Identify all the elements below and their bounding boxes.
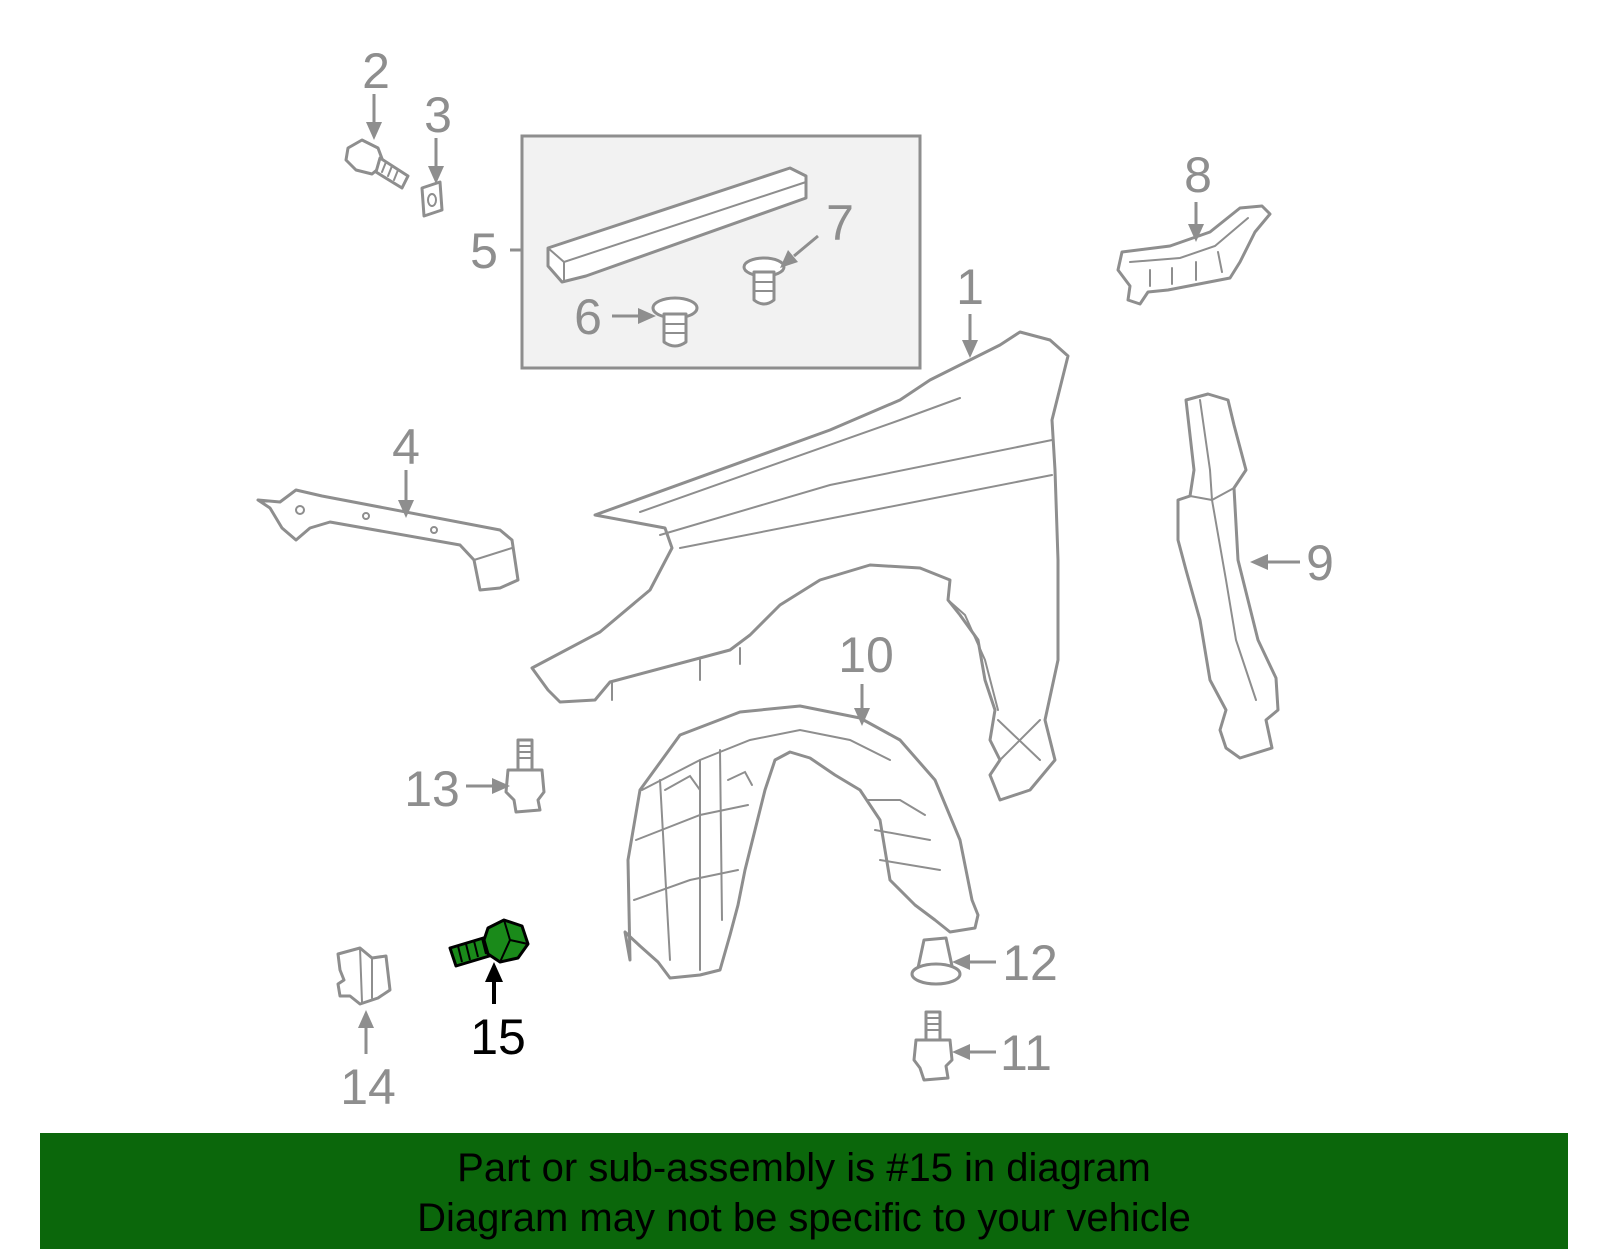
banner-line-2: Diagram may not be specific to your vehi… [417, 1196, 1191, 1240]
leader-3 [428, 138, 444, 184]
leader-9 [1250, 554, 1300, 570]
callout-7: 7 [826, 195, 854, 251]
leader-2 [366, 94, 382, 140]
callout-5: 5 [470, 223, 498, 279]
leader-7 [780, 234, 819, 268]
leader-12 [952, 954, 996, 970]
leader-11 [952, 1044, 996, 1060]
callout-14: 14 [340, 1059, 396, 1115]
leader-13 [466, 778, 510, 794]
callout-6: 6 [574, 289, 602, 345]
part-11-bolt[interactable] [912, 1010, 954, 1082]
callout-2: 2 [362, 43, 390, 99]
part-4-bracket[interactable] [256, 488, 520, 592]
part-3-nut[interactable] [420, 180, 444, 218]
banner-line-1: Part or sub-assembly is #15 in diagram [457, 1146, 1151, 1190]
callout-8: 8 [1184, 147, 1212, 203]
part-9-seal[interactable] [1176, 392, 1280, 760]
part-14-clip[interactable] [336, 946, 392, 1006]
part-13-bolt[interactable] [504, 738, 546, 814]
leader-10 [854, 684, 870, 726]
part-6-clip[interactable] [651, 296, 699, 348]
leader-8 [1188, 202, 1204, 242]
callout-15: 15 [470, 1009, 526, 1065]
callout-3: 3 [424, 87, 452, 143]
callout-12: 12 [1002, 935, 1058, 991]
leader-15 [485, 962, 503, 1004]
part-10-fender-liner[interactable] [623, 704, 980, 980]
part-2-bolt[interactable] [344, 138, 410, 190]
leader-1 [962, 314, 978, 358]
part-7-clip[interactable] [742, 256, 786, 306]
callout-11: 11 [1000, 1025, 1052, 1081]
leader-4 [398, 470, 414, 518]
part-8-bracket[interactable] [1116, 204, 1272, 306]
callout-4: 4 [392, 419, 420, 475]
part-12-nut[interactable] [910, 936, 962, 986]
callout-9: 9 [1306, 535, 1334, 591]
part-15-bolt[interactable] [448, 918, 530, 968]
leader-14 [358, 1010, 374, 1054]
part-5-kit-box [520, 134, 922, 370]
callout-10: 10 [838, 627, 894, 683]
part-1-fender[interactable] [530, 330, 1070, 802]
callout-1: 1 [956, 259, 984, 315]
leader-6 [612, 308, 656, 324]
callout-13: 13 [404, 761, 460, 817]
info-banner: Part or sub-assembly is #15 in diagram D… [40, 1133, 1568, 1249]
